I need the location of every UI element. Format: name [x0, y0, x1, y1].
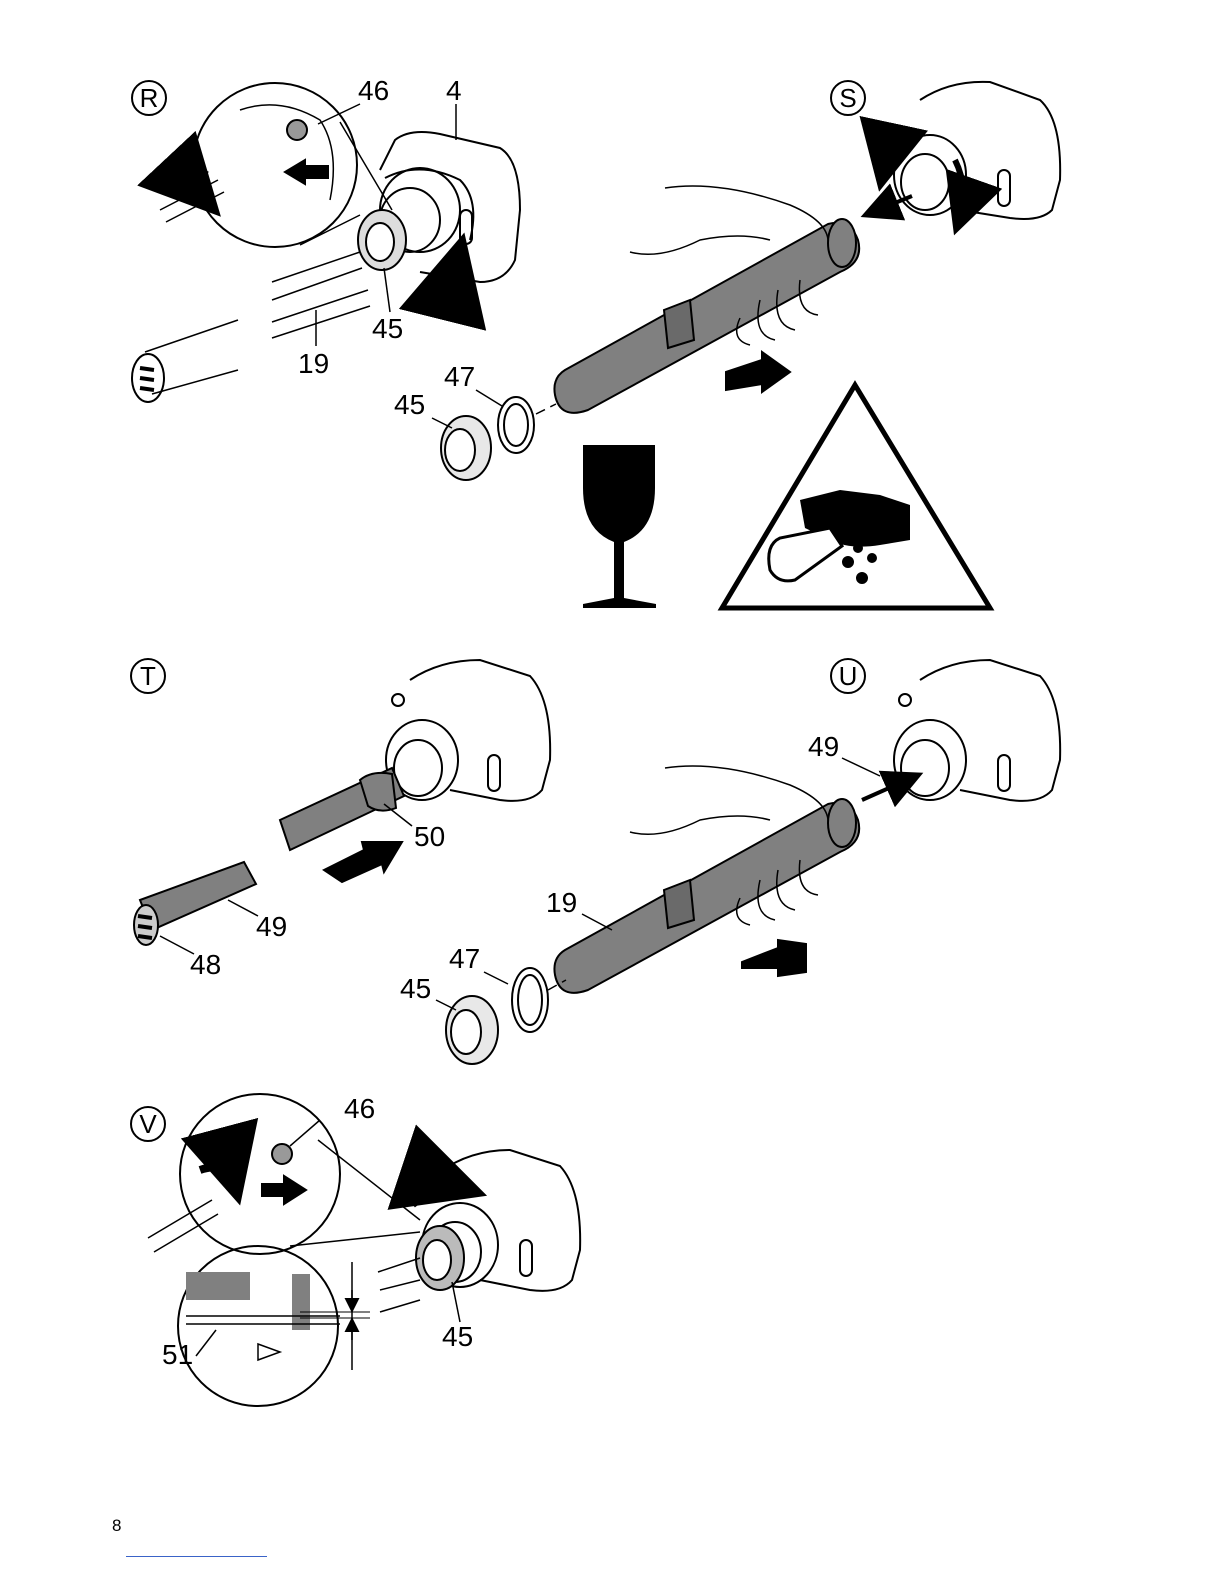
tube-19-u — [554, 799, 859, 993]
callout-50-t: 50 — [414, 821, 445, 852]
panel-s-letter: S — [839, 83, 856, 113]
callout-46-r: 46 — [358, 75, 389, 106]
screwdriver-turn-arrow-v — [200, 1168, 236, 1191]
callout-45-r: 45 — [372, 313, 403, 344]
rotate-arrow-r — [420, 250, 460, 290]
screw-46-r — [287, 120, 307, 140]
panel-v: V — [131, 1094, 580, 1406]
housing-u — [894, 660, 1060, 801]
panel-u: U — [436, 659, 1060, 1064]
page-number: 8 — [112, 1516, 121, 1536]
magnifier-r — [193, 83, 357, 247]
callout-49-t: 49 — [256, 911, 287, 942]
panel-v-letter: V — [139, 1109, 157, 1139]
footer-rule — [126, 1556, 267, 1557]
callout-45-s: 45 — [394, 389, 425, 420]
nut-45-v — [416, 1226, 464, 1290]
nut-45-u — [446, 996, 498, 1064]
callout-19-r: 19 — [298, 348, 329, 379]
callout-45-v: 45 — [442, 1321, 473, 1352]
housing-s — [894, 82, 1060, 219]
rod-end-48 — [134, 905, 158, 945]
panel-t-letter: T — [140, 661, 156, 691]
callout-47-u: 47 — [449, 943, 480, 974]
callout-19-u: 19 — [546, 887, 577, 918]
callout-46-v: 46 — [344, 1093, 375, 1124]
callout-49-u: 49 — [808, 731, 839, 762]
callout-51-v: 51 — [162, 1339, 193, 1370]
rotate-arrow-v — [412, 1187, 470, 1204]
screwdriver-turn-arrow — [201, 170, 210, 205]
nut-45-r — [358, 210, 406, 270]
callout-48-t: 48 — [190, 949, 221, 980]
rotate-arrow-s-right — [955, 160, 963, 224]
callout-45-u: 45 — [400, 973, 431, 1004]
push-arrow-u — [742, 940, 806, 976]
housing-t — [386, 660, 550, 801]
magnifier-v-top — [180, 1094, 340, 1254]
pull-arrow-r — [285, 160, 328, 184]
tube-end-cap-r — [132, 354, 164, 402]
gap-indicator-51 — [258, 1344, 280, 1360]
magnifier-v-bottom — [178, 1246, 338, 1406]
tube-19-s — [554, 219, 859, 413]
fragile-glass-icon — [583, 445, 656, 608]
cut-hazard-warning-icon — [722, 385, 990, 608]
panel-r-letter: R — [140, 83, 159, 113]
pull-arrow-s — [726, 352, 790, 392]
push-pull-arrow-t — [324, 842, 402, 882]
push-arrow-v — [262, 1176, 306, 1204]
callout-4-r: 4 — [446, 75, 462, 106]
panel-s: S — [432, 81, 1060, 608]
callout-47-s: 47 — [444, 361, 475, 392]
screw-46-v — [272, 1144, 292, 1164]
panel-u-letter: U — [839, 661, 858, 691]
panel-t: T — [131, 659, 550, 954]
